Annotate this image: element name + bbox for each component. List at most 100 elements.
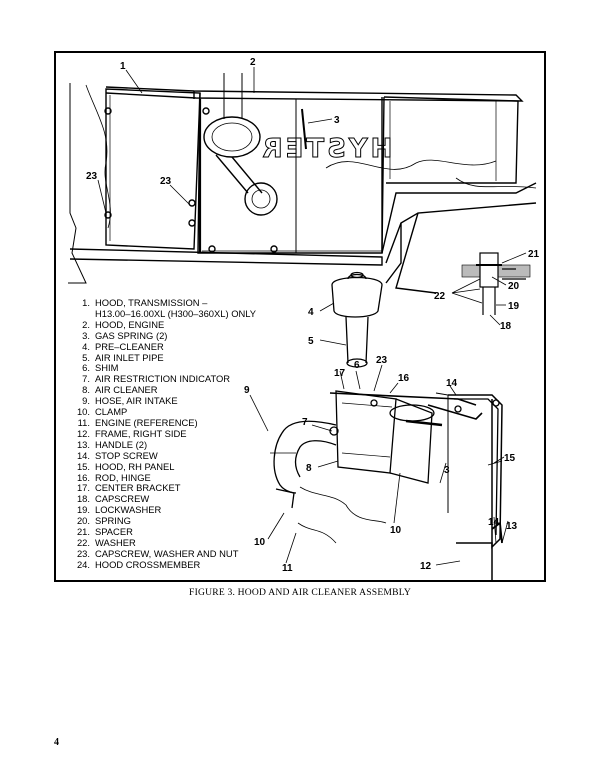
- legend-item-number: 21.: [76, 526, 90, 538]
- legend-item: 4. PRE–CLEANER: [72, 340, 256, 353]
- legend-item-number: 14.: [76, 449, 90, 461]
- legend-item-text: AIR CLEANER: [95, 384, 158, 396]
- legend-item-text: HOSE, AIR INTAKE: [95, 395, 178, 407]
- legend-item-text: LOCKWASHER: [95, 504, 162, 516]
- legend-item-text: WASHER: [95, 536, 136, 548]
- legend-item-text: HANDLE (2): [95, 438, 148, 450]
- legend-item-text: H13.00–16.00XL (H300–360XL) ONLY: [95, 307, 257, 319]
- legend-item: 1. HOOD, TRANSMISSION –: [72, 297, 256, 309]
- legend-item-number: 10.: [76, 406, 90, 418]
- legend-item: 22. WASHER: [72, 536, 256, 549]
- callout-16: 16: [398, 373, 410, 384]
- legend-item: H13.00–16.00XL (H300–360XL) ONLY: [72, 307, 257, 320]
- callout-18: 18: [500, 321, 512, 332]
- callout-1: 1: [120, 61, 126, 72]
- callout-19: 19: [508, 301, 520, 312]
- hood-assembly-illustration: HYSTER: [68, 57, 540, 580]
- legend-item: 12. FRAME, RIGHT SIDE: [72, 427, 256, 440]
- legend-item-text: HOOD CROSSMEMBER: [95, 558, 201, 570]
- legend-item: 3. GAS SPRING (2): [72, 329, 256, 342]
- legend-item-text: CENTER BRACKET: [95, 482, 181, 494]
- callout-21: 21: [528, 249, 540, 260]
- callout-2: 2: [250, 57, 256, 68]
- legend-item: 9. HOSE, AIR INTAKE: [72, 395, 256, 407]
- legend-item-number: 16.: [76, 471, 90, 483]
- legend-item-number: 18.: [76, 493, 90, 505]
- callout-4: 4: [308, 307, 314, 318]
- callout-3-lower: 3: [444, 465, 450, 476]
- legend-item-number: 20.: [76, 515, 90, 527]
- legend-item-text: STOP SCREW: [95, 449, 158, 461]
- callout-10-right: 10: [390, 525, 402, 536]
- legend-item-text: SPACER: [95, 526, 133, 538]
- legend-item: 17. CENTER BRACKET: [72, 483, 256, 494]
- legend-item: 8. AIR CLEANER: [72, 384, 256, 396]
- legend-item-text: AIR RESTRICTION INDICATOR: [95, 373, 231, 385]
- legend-item-number: 12.: [76, 427, 90, 439]
- callout-7: 7: [302, 417, 308, 428]
- legend-item-number: 2.: [82, 318, 90, 330]
- callout-22: 22: [434, 291, 446, 302]
- legend-item-text: HOOD, RH PANEL: [95, 460, 175, 472]
- legend-item-text: CAPSCREW: [95, 493, 150, 505]
- legend-item: 11.ENGINE (REFERENCE): [72, 416, 256, 429]
- legend-item-text: SPRING: [95, 515, 131, 527]
- legend-item: 6. SHIM: [72, 363, 256, 374]
- legend-item: 13. HANDLE (2): [72, 438, 256, 451]
- parts-legend: 1. HOOD, TRANSMISSION –H13.00–16.00XL (H3…: [72, 297, 257, 571]
- page-number: 4: [54, 737, 59, 748]
- callout-labels: 1 2 3 23 23 21 20 22 19 18 4 5 6 17 23 1…: [86, 57, 540, 574]
- legend-item-number: 6.: [82, 362, 90, 374]
- hood-top-view: [68, 73, 537, 294]
- legend-item-text: CAPSCREW, WASHER AND NUT: [95, 547, 239, 559]
- legend-item: 16. ROD, HINGE: [72, 471, 256, 484]
- legend-item-text: FRAME, RIGHT SIDE: [95, 427, 187, 439]
- legend-item-text: PRE–CLEANER: [95, 340, 164, 352]
- callout-14-upper: 14: [446, 378, 458, 389]
- legend-item-text: AIR INLET PIPE: [95, 351, 164, 363]
- legend-item: 2. HOOD, ENGINE: [72, 318, 256, 331]
- callout-13: 13: [506, 521, 518, 532]
- legend-item: 7. AIR RESTRICTION INDICATOR: [72, 373, 256, 385]
- callout-23-lower: 23: [376, 355, 388, 366]
- legend-item-number: 4.: [82, 340, 90, 352]
- legend-item-number: 19.: [76, 504, 90, 516]
- callout-12: 12: [420, 561, 432, 572]
- callout-11: 11: [282, 563, 293, 574]
- legend-item-number: 5.: [82, 351, 90, 363]
- legend-item-text: HOOD, ENGINE: [95, 318, 165, 330]
- callout-9: 9: [244, 385, 250, 396]
- callout-10-left: 10: [254, 537, 266, 548]
- callout-17: 17: [334, 368, 346, 379]
- figure-frame: HYSTER: [54, 51, 546, 582]
- legend-item: 21. SPACER: [72, 526, 256, 538]
- legend-item-text: SHIM: [95, 362, 119, 374]
- legend-item-text: GAS SPRING (2): [95, 329, 168, 341]
- callout-23-center: 23: [160, 176, 172, 187]
- air-cleaner-assembly: [270, 271, 503, 580]
- legend-item-number: 7.: [82, 373, 90, 385]
- legend-item-text: CLAMP: [95, 406, 128, 418]
- legend-item-number: 9.: [82, 395, 90, 407]
- legend-item: 20. SPRING: [72, 515, 256, 527]
- legend-item-text: HOOD, TRANSMISSION –: [95, 297, 208, 308]
- legend-item-number: 23.: [76, 547, 90, 559]
- legend-item-number: 22.: [76, 536, 90, 548]
- legend-item-number: 3.: [82, 329, 90, 341]
- legend-item: 15.HOOD, RH PANEL: [72, 460, 256, 473]
- legend-item-number: 17.: [76, 482, 90, 494]
- callout-3: 3: [334, 115, 340, 126]
- legend-item: 23. CAPSCREW, WASHER AND NUT: [72, 547, 256, 560]
- legend-item-number: 11.: [77, 416, 90, 428]
- legend-item-number: 24.: [76, 558, 90, 570]
- callout-15: 15: [504, 453, 516, 464]
- callout-5: 5: [308, 336, 314, 347]
- leader-lines: [97, 67, 527, 566]
- legend-item-number: 13.: [76, 438, 90, 450]
- legend-item-number: 1.: [82, 297, 90, 308]
- legend-item-text: ROD, HINGE: [95, 471, 151, 483]
- legend-item-number: 8.: [82, 384, 90, 396]
- legend-item: 5. AIR INLET PIPE: [72, 351, 256, 364]
- legend-item: 18. CAPSCREW: [72, 493, 256, 505]
- callout-8: 8: [306, 463, 312, 474]
